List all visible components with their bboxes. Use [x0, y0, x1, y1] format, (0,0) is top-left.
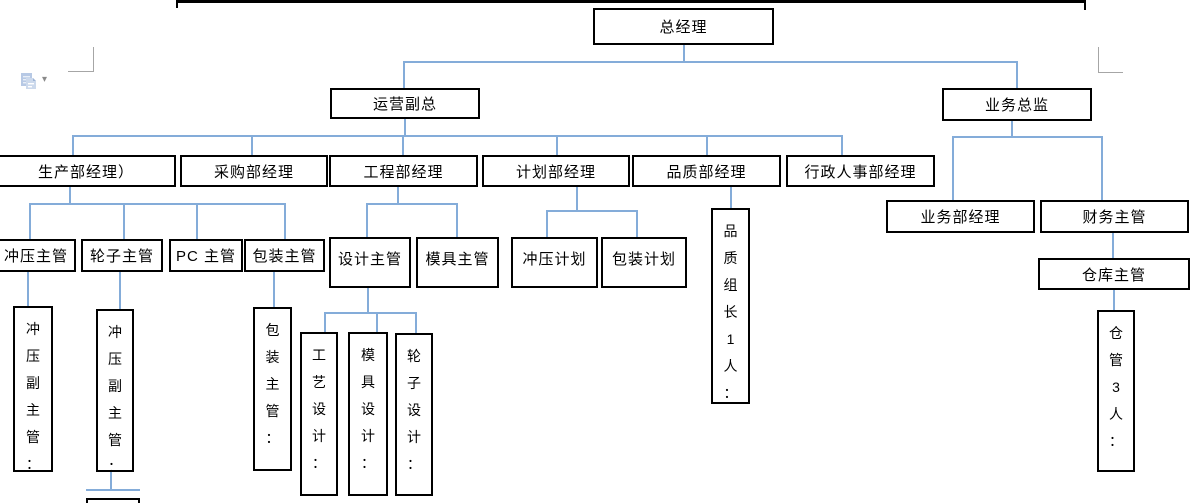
org-node-mold-designer[interactable]: 模具设计： — [348, 332, 388, 496]
connector-line — [366, 203, 368, 237]
connector-line — [119, 272, 121, 309]
org-node-general-manager[interactable]: 总经理 — [593, 8, 774, 45]
org-node-business-director[interactable]: 业务总监 — [942, 88, 1092, 121]
top-cutoff-box-left-edge — [176, 0, 178, 8]
connector-line — [1112, 233, 1114, 258]
connector-line — [86, 489, 140, 491]
connector-line — [402, 135, 404, 155]
connector-line — [27, 272, 29, 306]
connector-line — [546, 210, 548, 237]
org-node-finance-supervisor[interactable]: 财务主管 — [1040, 200, 1189, 233]
connector-line — [636, 210, 638, 237]
connector-line — [367, 288, 369, 314]
connector-line — [404, 119, 406, 137]
page-corner-mark-right-vertical — [1098, 47, 1099, 72]
connector-line — [1113, 290, 1115, 310]
connector-line — [72, 135, 843, 137]
paste-options-icon — [21, 73, 36, 89]
connector-line — [251, 135, 253, 155]
connector-line — [841, 135, 843, 155]
org-node-engineering-manager[interactable]: 工程部经理 — [329, 155, 478, 187]
connector-line — [376, 312, 378, 332]
org-node-operations-vp[interactable]: 运营副总 — [330, 88, 480, 119]
org-node-stamping-deputy-2[interactable]: 冲压副主管： — [96, 309, 134, 475]
connector-line — [683, 44, 685, 62]
page-corner-mark-left-horizontal — [68, 71, 94, 72]
org-node-bottom-cutoff[interactable] — [86, 498, 140, 503]
connector-line — [72, 135, 74, 155]
connector-line — [324, 312, 326, 332]
page-corner-mark-right-horizontal — [1098, 72, 1123, 73]
org-node-warehouse-supervisor[interactable]: 仓库主管 — [1038, 258, 1190, 290]
org-node-stamping-deputy-1[interactable]: 冲压副主管： — [13, 306, 53, 472]
org-node-stamping-supervisor[interactable]: 冲压主管 — [0, 239, 76, 272]
page-corner-mark-left-vertical — [93, 47, 94, 71]
connector-line — [110, 472, 112, 491]
connector-line — [952, 136, 954, 200]
connector-line — [397, 187, 399, 204]
connector-line — [706, 135, 708, 155]
connector-line — [196, 203, 198, 239]
org-node-mold-supervisor[interactable]: 模具主管 — [416, 237, 499, 288]
org-node-process-designer[interactable]: 工艺设计： — [300, 332, 338, 496]
connector-line — [952, 136, 1103, 138]
connector-line — [556, 135, 558, 155]
org-node-admin-hr-manager[interactable]: 行政人事部经理 — [786, 155, 935, 187]
org-node-packing-supervisor[interactable]: 包装主管 — [244, 239, 325, 272]
org-node-packing-planner[interactable]: 包装计划 — [601, 237, 687, 288]
connector-line — [1016, 61, 1018, 88]
connector-line — [415, 312, 417, 333]
top-cutoff-box-right-edge — [1084, 0, 1086, 10]
connector-line — [29, 203, 286, 205]
org-node-planning-manager[interactable]: 计划部经理 — [482, 155, 630, 187]
paste-options-dropdown-arrow[interactable]: ▾ — [42, 74, 48, 85]
connector-line — [1101, 136, 1103, 200]
org-node-production-manager[interactable]: 生产部经理） — [0, 155, 176, 187]
connector-line — [546, 210, 638, 212]
org-node-wheel-supervisor[interactable]: 轮子主管 — [81, 239, 163, 272]
connector-line — [1011, 121, 1013, 138]
connector-line — [273, 272, 275, 307]
connector-line — [324, 312, 417, 314]
org-node-sales-dept-manager[interactable]: 业务部经理 — [886, 200, 1035, 233]
connector-line — [69, 187, 71, 204]
connector-line — [29, 203, 31, 239]
connector-line — [456, 203, 458, 237]
connector-line — [123, 203, 125, 239]
org-node-stamping-planner[interactable]: 冲压计划 — [511, 237, 598, 288]
connector-line — [284, 203, 286, 239]
org-node-pc-supervisor[interactable]: PC 主管 — [169, 239, 243, 272]
connector-line — [403, 61, 1018, 63]
connector-line — [730, 187, 732, 208]
connector-line — [403, 61, 405, 88]
org-node-wheel-designer[interactable]: 轮子设计： — [395, 333, 433, 496]
org-node-packing-supervisor-vertical[interactable]: 包装主管： — [253, 307, 292, 471]
connector-line — [576, 187, 578, 212]
org-node-quality-manager[interactable]: 品质部经理 — [632, 155, 781, 187]
org-node-design-supervisor[interactable]: 设计主管 — [329, 237, 411, 288]
top-cutoff-box-bottom-edge — [176, 0, 1086, 3]
paste-options-button[interactable]: ▾ — [20, 72, 54, 92]
connector-line — [366, 203, 458, 205]
org-node-purchasing-manager[interactable]: 采购部经理 — [180, 155, 328, 187]
